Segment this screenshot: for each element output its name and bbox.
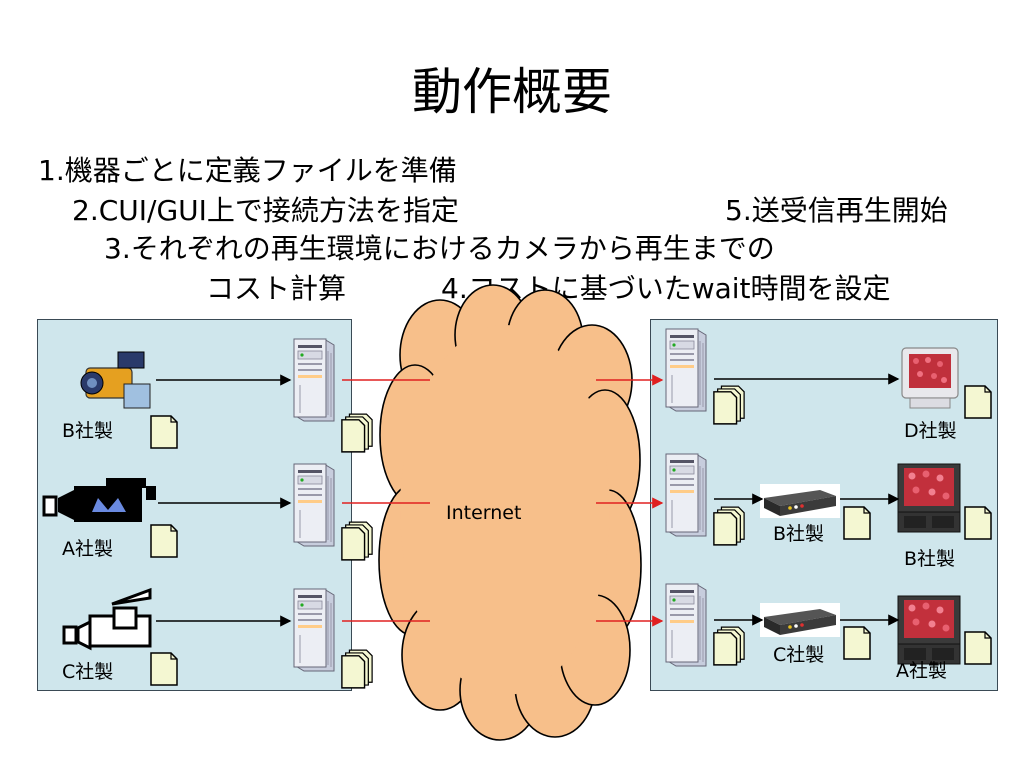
slide-title: 動作概要 [412,63,612,121]
config-file-icon [964,385,992,419]
config-files-icon [713,506,745,546]
server-icon [665,453,707,537]
config-file-icon [150,652,178,686]
media-player-icon [760,603,840,637]
config-files-icon [341,521,373,561]
server-icon [293,588,335,672]
camera-icon-a [42,478,156,522]
tv-icon [897,595,961,665]
tv-label-a: A社製 [896,660,947,682]
tv-label-b: B社製 [904,548,956,570]
config-files-icon [341,413,373,453]
config-file-icon [150,415,178,449]
tv-icon [897,463,961,533]
config-file-icon [964,631,992,665]
camera-icon-b [80,351,151,409]
server-icon [665,328,707,412]
monitor-icon [901,347,959,409]
player-label-c: C社製 [773,644,825,666]
player-label-b: B社製 [773,523,825,545]
step-5: 5.送受信再生開始 [725,194,948,227]
step-1: 1.機器ごとに定義ファイルを準備 [38,154,457,187]
server-icon [293,463,335,547]
server-icon [293,338,335,422]
monitor-label-d: D社製 [904,420,957,442]
step-3-continued: コスト計算 [206,272,347,305]
internet-label: Internet [446,502,522,524]
config-file-icon [150,524,178,558]
camera-icon-c [62,587,152,651]
step-3: 3.それぞれの再生環境におけるカメラから再生までの [104,232,775,265]
device-label-a: A社製 [62,538,113,560]
config-file-icon [843,626,871,660]
config-files-icon [713,626,745,666]
server-icon [665,583,707,667]
config-file-icon [843,506,871,540]
device-label-c: C社製 [62,661,114,683]
config-files-icon [341,649,373,689]
device-label-b: B社製 [62,420,114,442]
config-files-icon [713,385,745,425]
media-player-icon [760,484,840,518]
step-2: 2.CUI/GUI上で接続方法を指定 [72,194,459,227]
config-file-icon [964,506,992,540]
